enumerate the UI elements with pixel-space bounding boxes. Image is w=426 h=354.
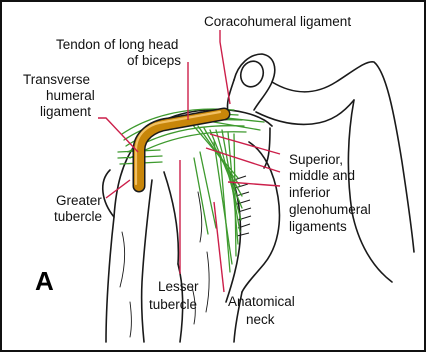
leader-greater (106, 180, 130, 198)
label-glenohumeral-line2: middle and (289, 168, 355, 183)
label-lesser-line2: tubercle (149, 297, 197, 312)
label-glenohumeral-line5: ligaments (289, 219, 347, 234)
label-greater-line1: Greater (56, 193, 102, 208)
label-greater-line2: tubercle (54, 209, 102, 224)
label-transverse-line2: humeral (46, 88, 95, 103)
label-anatomical-line1: Anatomical (228, 294, 295, 309)
label-tendon-line1: Tendon of long head (56, 37, 178, 52)
label-glenohumeral-line3: inferior (289, 185, 331, 200)
label-transverse-line3: ligament (40, 104, 91, 119)
label-coracohumeral-ligament: Coracohumeral ligament (204, 14, 351, 29)
label-glenohumeral-line1: Superior, (289, 152, 343, 167)
label-lesser-line1: Lesser (158, 279, 199, 294)
label-tendon-line2: of biceps (127, 53, 181, 68)
label-transverse-line1: Transverse (23, 72, 90, 87)
leader-anatomical (214, 202, 224, 292)
leader-coracohumeral (220, 30, 230, 104)
panel-letter: A (35, 266, 54, 296)
label-anatomical-line2: neck (246, 312, 275, 327)
label-glenohumeral-line4: glenohumeral (289, 202, 371, 217)
